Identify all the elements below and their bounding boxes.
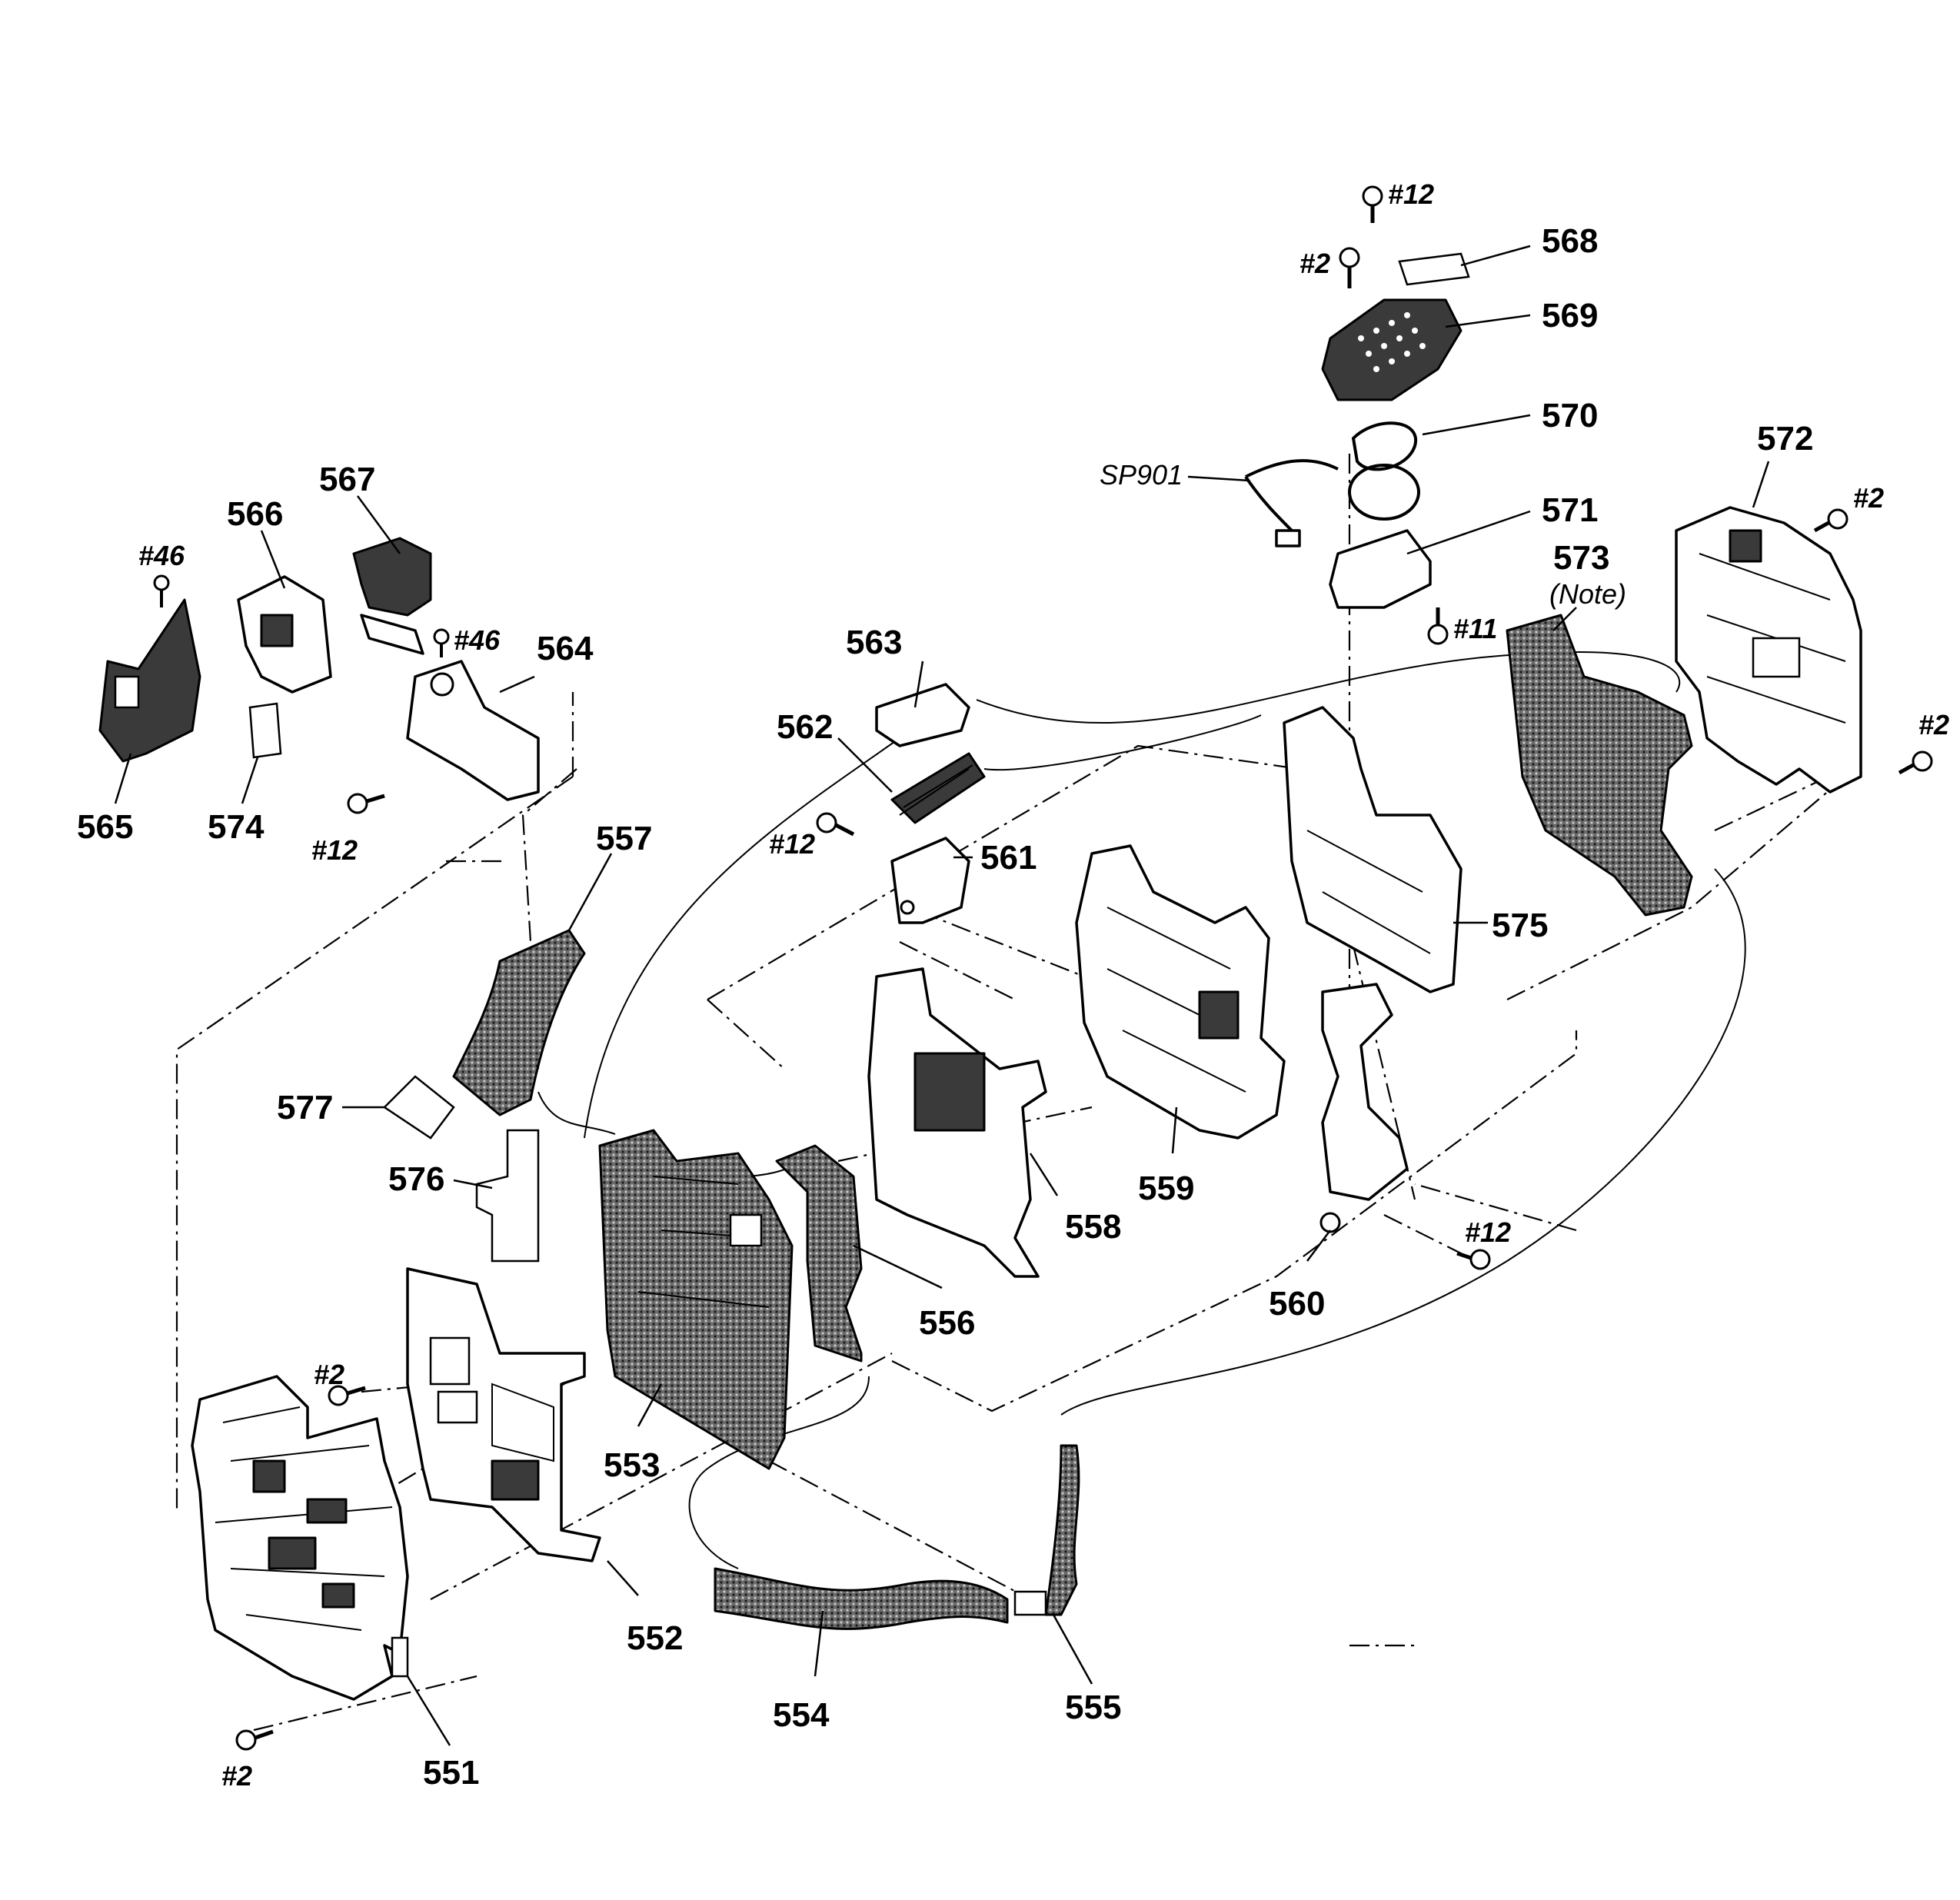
screw-label: #2	[1918, 709, 1949, 740]
screw-icon	[1813, 508, 1849, 533]
screw-icon	[1339, 247, 1360, 288]
part-568-strip	[1398, 252, 1470, 286]
part-558-bracket	[867, 967, 1047, 1278]
part-564-bracket	[406, 660, 540, 801]
screw-label: #12	[769, 828, 815, 860]
screw-icon	[1898, 750, 1933, 775]
part-label-563: 563	[846, 624, 902, 661]
screw-icon	[1362, 185, 1383, 223]
note-label: (Note)	[1549, 578, 1626, 610]
screw-icons	[153, 185, 1933, 1751]
part-570-gasket	[1351, 421, 1418, 471]
part-label-571: 571	[1542, 491, 1598, 529]
part-560-bracket	[1319, 983, 1409, 1233]
screw-label: #2	[221, 1760, 252, 1792]
part-572-frame	[1675, 506, 1862, 794]
part-554-flex-cable	[714, 1567, 1009, 1630]
part-label-557: 557	[596, 820, 652, 857]
screw-icon	[1456, 1249, 1491, 1270]
part-569-grille	[1321, 298, 1463, 401]
part-552-bracket	[406, 1267, 601, 1562]
screw-labels: #12 #2 #11 #2 #2 #46 #46 #12 #12 #12 #2 …	[138, 178, 1949, 1792]
part-label-558: 558	[1065, 1208, 1121, 1246]
part-562-connector	[890, 752, 986, 824]
part-559-housing	[1075, 844, 1286, 1140]
part-label-577: 577	[277, 1089, 333, 1126]
part-label-573: 573	[1553, 539, 1609, 577]
part-label-567: 567	[319, 461, 375, 498]
part-label-551: 551	[423, 1754, 479, 1792]
part-label-562: 562	[777, 708, 833, 746]
ref-label-sp901: SP901	[1100, 459, 1183, 491]
screw-label: #46	[454, 624, 501, 656]
part-576-bracket	[1283, 706, 1463, 993]
screw-label: #2	[1853, 482, 1884, 514]
part-label-568: 568	[1542, 222, 1598, 260]
screw-icon	[1427, 607, 1449, 645]
part-label-556: 556	[919, 1304, 975, 1342]
screw-icon	[328, 1385, 366, 1406]
screw-label: #12	[1465, 1216, 1511, 1248]
part-number-labels: 568 569 570 572 571 573 567 566 564 563 …	[77, 222, 1813, 1792]
part-label-554: 554	[773, 1696, 830, 1734]
part-sp901-speaker	[1244, 459, 1420, 547]
part-label-569: 569	[1542, 297, 1598, 334]
part-label-566: 566	[227, 495, 283, 533]
part-553-pcb	[598, 1129, 794, 1470]
screw-icon	[153, 574, 170, 607]
part-label-574: 574	[208, 808, 265, 846]
part-575-sheet	[475, 1129, 540, 1263]
screw-icon	[347, 793, 385, 814]
part-567-connector	[352, 537, 432, 655]
part-label-575: 576	[388, 1160, 444, 1198]
part-label-553: 553	[604, 1446, 660, 1484]
screw-label: #12	[1388, 178, 1434, 210]
part-571-bracket	[1329, 529, 1432, 609]
part-label-572: 572	[1757, 420, 1813, 458]
part-561-bracket	[890, 837, 970, 924]
part-556-flex-cable	[775, 1144, 863, 1363]
screw-icon	[816, 812, 855, 837]
part-label-564: 564	[537, 630, 594, 667]
part-label-559: 559	[1138, 1170, 1194, 1207]
part-557-flex-cable	[452, 929, 586, 1116]
screw-label: #46	[138, 540, 185, 571]
part-573-pcb	[1506, 614, 1693, 917]
screw-label: #2	[1299, 248, 1330, 279]
part-label-560: 560	[1269, 1285, 1325, 1323]
part-555-flex-cable	[1013, 1444, 1080, 1616]
screw-label: #12	[311, 834, 358, 866]
part-label-561: 561	[980, 839, 1037, 877]
screw-icon	[433, 628, 450, 657]
part-563-connector	[875, 683, 970, 747]
part-566-bracket	[237, 575, 332, 694]
screw-icon	[235, 1729, 274, 1751]
leader-lines	[114, 245, 1770, 1746]
screw-label: #11	[1453, 613, 1497, 644]
part-551-frame	[191, 1375, 409, 1701]
part-565-side-panel	[98, 598, 201, 763]
part-577-sheet	[383, 1075, 455, 1140]
screw-label: #2	[314, 1359, 344, 1390]
part-574-sheet	[248, 702, 282, 759]
part-label-570: 570	[1542, 397, 1598, 434]
part-label-565: 565	[77, 808, 133, 846]
part-label-576: 575	[1492, 907, 1548, 944]
part-label-555: 555	[1065, 1689, 1121, 1726]
part-label-552: 552	[627, 1619, 683, 1657]
